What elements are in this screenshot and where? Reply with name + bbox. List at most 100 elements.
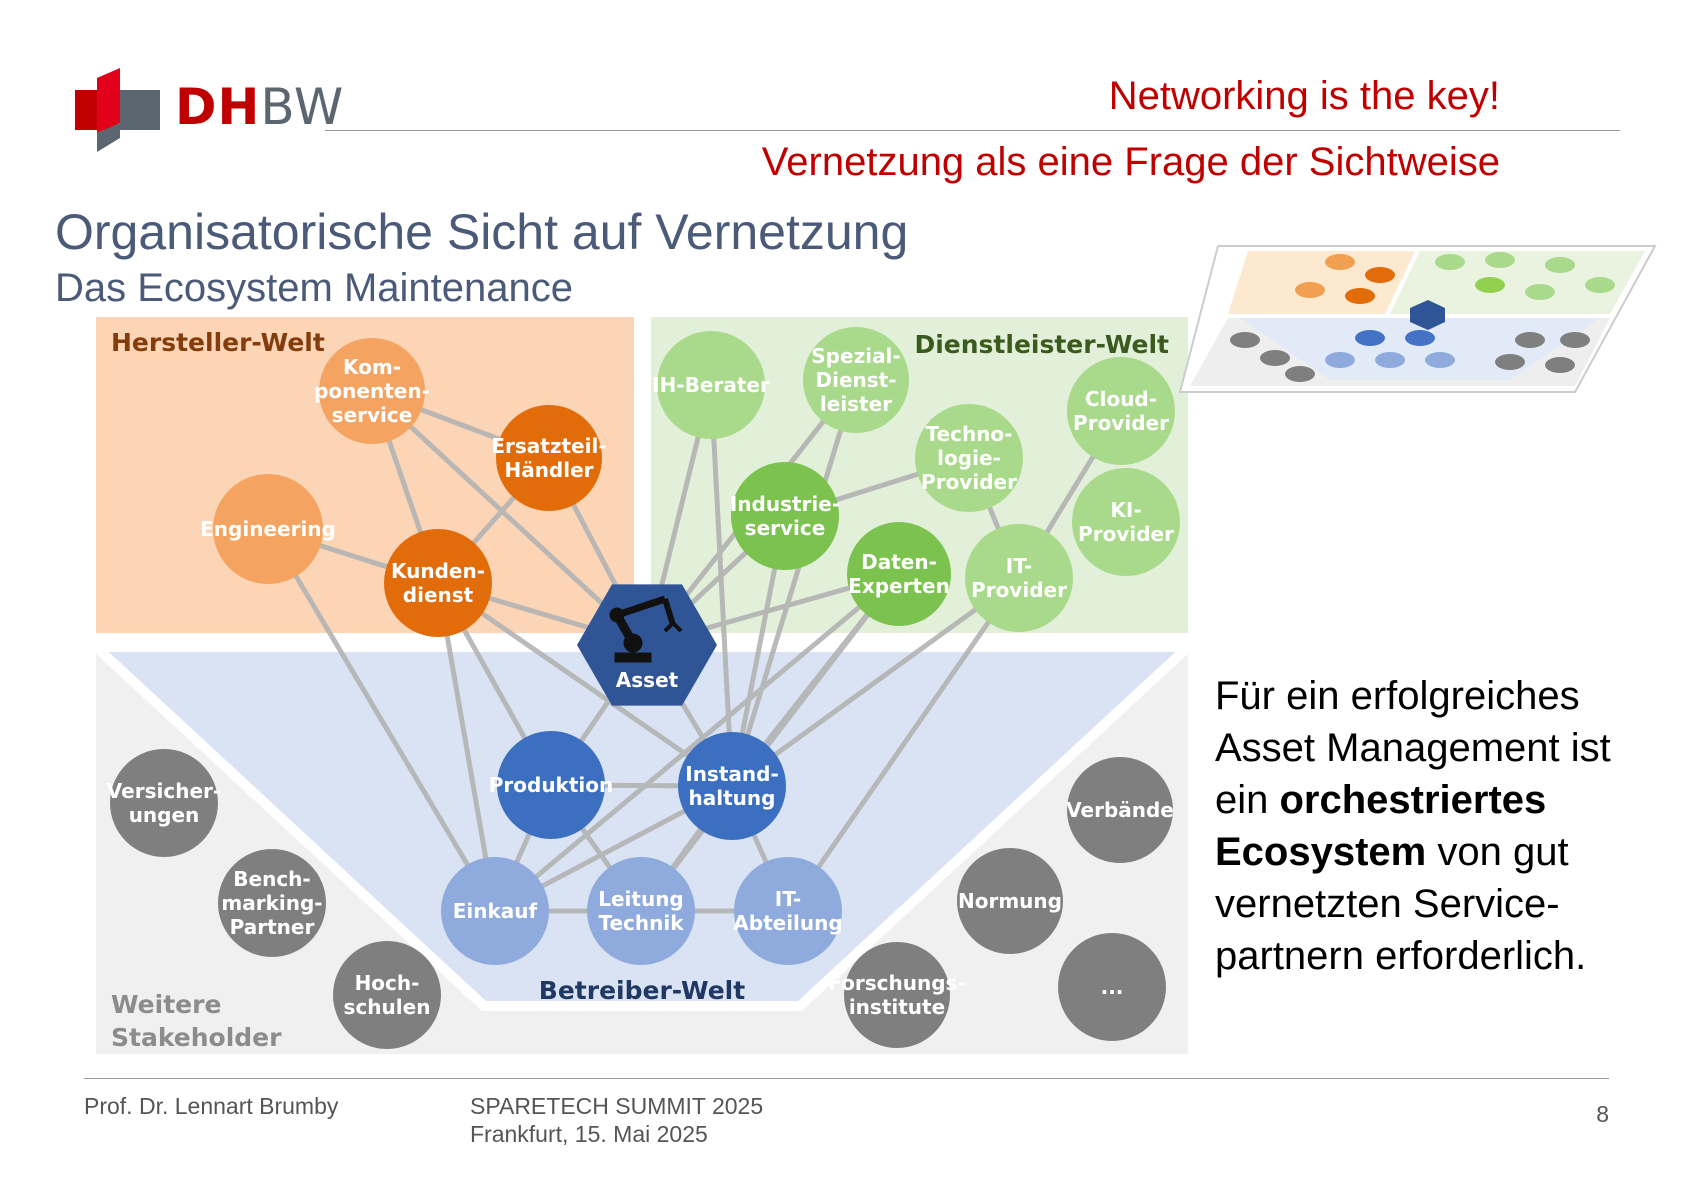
engineering-label: Engineering (200, 517, 336, 541)
ki-provider-label-line: Provider (1078, 522, 1174, 546)
technologie-provider-node: Techno-logie-Provider (915, 404, 1023, 512)
spezialdienstleister-label: Spezial-Dienst-leister (811, 344, 900, 416)
normung-label-line: Normung (958, 889, 1062, 913)
technologie-provider-circle (915, 404, 1023, 512)
dhbw-logo-mark (75, 68, 160, 152)
komponentenservice-label: Kom-ponenten-service (314, 355, 430, 427)
hochschulen-circle (333, 941, 441, 1049)
ki-provider-label: KI-Provider (1078, 498, 1174, 546)
header-title: Networking is the key! (1108, 74, 1500, 118)
technologie-provider-label-line: logie- (937, 446, 1001, 470)
industrieservice-node: Industrie-service (730, 462, 840, 570)
edge-kundendienst-einkauf (435, 582, 498, 912)
forschungsinstitute-node: Forschungs-institute (828, 942, 966, 1048)
ersatzteil-haendler-label-line: Händler (504, 458, 593, 482)
kundendienst-label-line: dienst (403, 583, 474, 607)
komponentenservice-label-line: ponenten- (314, 379, 430, 403)
forschungsinstitute-label-line: Forschungs- (828, 971, 965, 995)
it-abteilung-label-line: Abteilung (733, 911, 842, 935)
spezialdienstleister-label-line: Dienst- (815, 368, 896, 392)
header-divider (325, 130, 1620, 131)
header-subtitle: Vernetzung als eine Frage der Sichtweise (761, 140, 1500, 184)
cloud-provider-label-line: Provider (1073, 411, 1169, 435)
ersatzteil-haendler-circle (496, 405, 602, 511)
spezialdienstleister-node: Spezial-Dienst-leister (803, 327, 909, 433)
it-provider-node: IT-Provider (965, 524, 1073, 632)
kundendienst-label-line: Kunden- (391, 559, 485, 583)
verbaende-node: Verbände (1066, 757, 1174, 863)
benchmarking-partner-label: Bench-marking-Partner (221, 867, 322, 939)
normung-node: Normung (957, 848, 1063, 954)
more-stakeholders-node: ... (1058, 933, 1166, 1041)
page-number: 8 (1596, 1101, 1609, 1127)
versicherungen-circle (110, 749, 218, 857)
edge-spezialdienstleister-instandhaltung (729, 379, 859, 787)
versicherungen-label-line: Versicher- (107, 779, 221, 803)
nodes: Asset Kom-ponenten-serviceErsatzteil-Händ… (107, 327, 1180, 1049)
edge-komponentenservice-asset (370, 389, 649, 647)
diagram-thumbnail (1178, 245, 1657, 393)
einkauf-label: Einkauf (453, 899, 538, 923)
leitung-technik-label-line: Leitung (598, 887, 684, 911)
einkauf-label-line: Einkauf (453, 899, 538, 923)
spezialdienstleister-circle (803, 327, 909, 433)
ih-berater-label: IH-Berater (652, 373, 770, 397)
instandhaltung-node: Instand-haltung (678, 732, 786, 840)
edge-datenexperten-einkauf (493, 572, 901, 913)
hochschulen-label-line: Hoch- (355, 971, 420, 995)
claim-text-bold: orchestriertes Ecosystem (1215, 778, 1547, 874)
benchmarking-partner-node: Bench-marking-Partner (218, 849, 326, 957)
technologie-provider-label-line: Techno- (926, 422, 1013, 446)
technologie-provider-label-line: Provider (921, 470, 1017, 494)
leitung-technik-circle (587, 857, 695, 965)
produktion-label-line: Produktion (489, 773, 614, 797)
claim-text-after: von gut vernetzten Service-partnern erfo… (1215, 830, 1587, 978)
hochschulen-label-line: schulen (344, 995, 431, 1019)
komponentenservice-circle (319, 338, 425, 444)
industrieservice-label-line: Industrie- (730, 492, 840, 516)
versicherungen-node: Versicher-ungen (107, 749, 221, 857)
dienstleister-label: Dienstleister-Welt (914, 330, 1169, 359)
it-abteilung-label-line: IT- (775, 887, 801, 911)
cloud-provider-label-line: Cloud- (1085, 387, 1157, 411)
it-abteilung-node: IT-Abteilung (733, 857, 843, 965)
verbaende-label: Verbände (1066, 798, 1174, 822)
engineering-circle (213, 474, 323, 584)
komponentenservice-label-line: Kom- (343, 355, 401, 379)
footer-event: SPARETECH SUMMIT 2025 (470, 1093, 764, 1119)
ih-berater-circle (657, 331, 765, 439)
engineering-node: Engineering (200, 474, 336, 584)
weitere-label-line2: Stakeholder (111, 1023, 282, 1052)
weitere-label: Weitere Stakeholder (111, 990, 282, 1052)
ersatzteil-haendler-node: Ersatzteil-Händler (491, 405, 607, 511)
asset-node: Asset (577, 584, 717, 706)
dhbw-logo: DHBW (75, 68, 343, 153)
ki-provider-circle (1072, 468, 1180, 576)
industrieservice-circle (731, 462, 839, 570)
forschungsinstitute-label-line: institute (849, 995, 945, 1019)
more-stakeholders-label-line: ... (1101, 975, 1124, 999)
hochschulen-node: Hoch-schulen (333, 941, 441, 1049)
forschungsinstitute-circle (844, 942, 950, 1048)
ih-berater-node: IH-Berater (652, 331, 770, 439)
engineering-label-line: Engineering (200, 517, 336, 541)
datenexperten-circle (847, 522, 951, 626)
ersatzteil-haendler-label: Ersatzteil-Händler (491, 434, 606, 482)
slide-subtitle: Das Ecosystem Maintenance (55, 266, 574, 310)
instandhaltung-circle (678, 732, 786, 840)
cloud-provider-node: Cloud-Provider (1067, 357, 1175, 465)
robot-arm-icon (609, 595, 683, 663)
verbaende-circle (1067, 757, 1173, 863)
benchmarking-partner-label-line: Bench- (233, 867, 310, 891)
betreiber-label: Betreiber-Welt (539, 976, 745, 1005)
kundendienst-label: Kunden-dienst (391, 559, 485, 607)
edge-it_provider-instandhaltung (730, 575, 1021, 789)
ih-berater-label-line: IH-Berater (652, 373, 770, 397)
spezialdienstleister-label-line: Spezial- (811, 344, 900, 368)
weitere-label-line1: Weitere (111, 990, 221, 1019)
produktion-label: Produktion (489, 773, 614, 797)
leitung-technik-label-line: Technik (598, 911, 684, 935)
claim-text-before: Für ein erfolgreiches Asset Management i… (1215, 674, 1611, 822)
